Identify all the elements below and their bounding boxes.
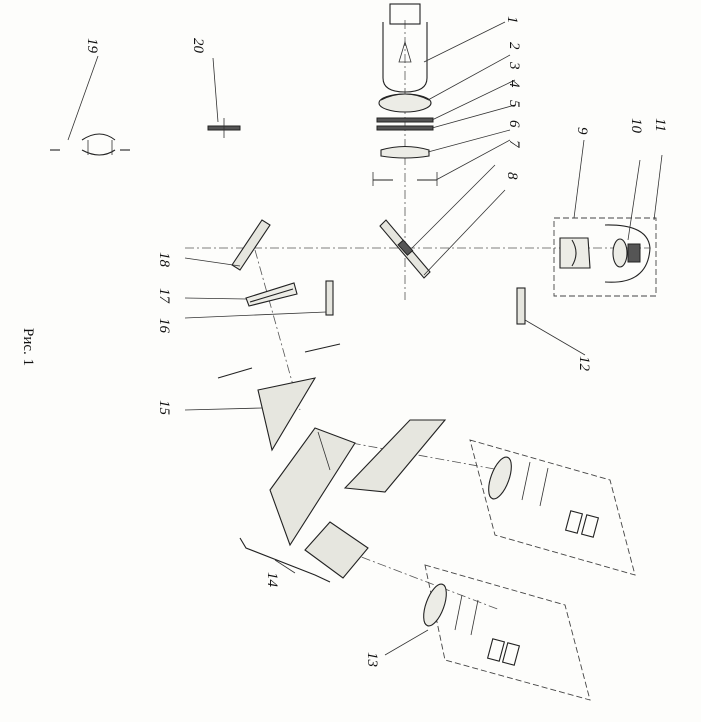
element-13-detector-box: [423, 564, 591, 701]
element-15-prism: [257, 377, 317, 452]
callout-4: 4: [506, 80, 522, 88]
element-9-11-unit: [553, 217, 657, 297]
callout-14: 14: [264, 572, 280, 588]
element-12-plate: [516, 287, 526, 325]
callout-8: 8: [504, 172, 520, 180]
callout-3: 3: [506, 61, 522, 70]
callout-2: 2: [506, 42, 522, 50]
figure-caption: Рис. 1: [20, 328, 36, 366]
callout-11: 11: [652, 118, 668, 132]
element-8-beam-splitter: [379, 219, 431, 279]
slit-lines: [217, 343, 341, 379]
element-7-diaphragm: [372, 172, 438, 186]
element-20-detail: [207, 118, 241, 138]
callout-1: 1: [504, 16, 520, 24]
callout-7: 7: [506, 140, 522, 149]
callout-9: 9: [574, 127, 590, 135]
callout-6: 6: [506, 120, 522, 128]
detector-box-upper: [469, 439, 636, 576]
callout-15: 15: [156, 400, 172, 416]
callout-18: 18: [156, 252, 172, 268]
element-18-mirror: [231, 219, 271, 271]
callout-19: 19: [84, 38, 100, 54]
callout-10: 10: [628, 118, 644, 134]
element-6-lens: [380, 145, 430, 159]
callout-12: 12: [576, 356, 592, 372]
callout-17: 17: [156, 288, 172, 305]
leader-lines: [67, 21, 663, 656]
element-1-source: [382, 3, 428, 93]
callout-numbers: 1 2 3 4 5 6 7 8 9 10 11 12 13 14 15 16 1…: [84, 16, 668, 667]
callout-13: 13: [364, 652, 380, 667]
element-16-plate: [325, 280, 334, 316]
callout-20: 20: [190, 38, 206, 54]
element-2-3-lenses: [378, 93, 432, 113]
element-19-detail: [50, 133, 130, 156]
element-14-prism-block: [239, 419, 447, 583]
callout-5: 5: [506, 100, 522, 108]
callout-16: 16: [156, 318, 172, 334]
element-17-lens: [245, 282, 298, 307]
